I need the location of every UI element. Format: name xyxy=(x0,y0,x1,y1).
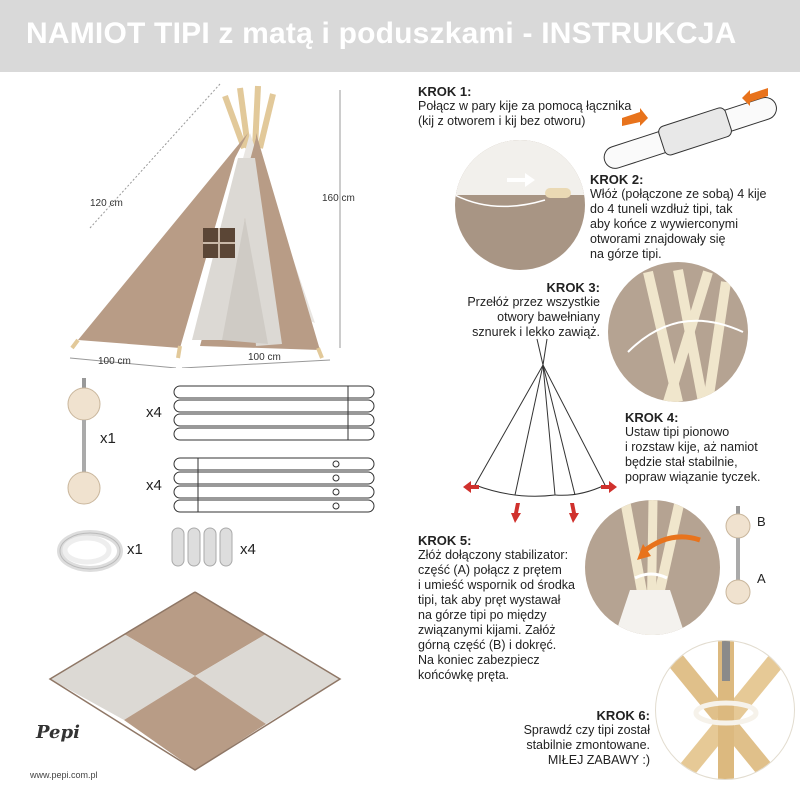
play-mat-illustration xyxy=(48,591,342,771)
qty-poles-b: x4 xyxy=(146,477,162,494)
step-4-tipi-sketch xyxy=(463,338,617,523)
step-1-body: Połącz w pary kije za pomocą łącznika (k… xyxy=(418,99,632,128)
dimension-height: 160 cm xyxy=(322,193,355,204)
pepi-logo: Pepi xyxy=(36,722,80,743)
brand-url: www.pepi.com.pl xyxy=(30,770,98,780)
step-3: KROK 3: Przełóż przez wszystkie otwory b… xyxy=(460,280,600,340)
stabilizer-label-a: A xyxy=(757,571,766,586)
qty-connector: x1 xyxy=(100,430,116,447)
step-3-body: Przełóż przez wszystkie otwory bawełnian… xyxy=(467,295,600,339)
step-5: KROK 5: Złóż dołączony stabilizator: czę… xyxy=(418,533,575,683)
step-6-title: KROK 6: xyxy=(596,708,650,723)
step-5-body: Złóż dołączony stabilizator: część (A) p… xyxy=(418,548,576,682)
tipi-illustration xyxy=(69,83,341,368)
step-6-circle xyxy=(655,640,795,780)
page-title: NAMIOT TIPI z matą i poduszkami - INSTRU… xyxy=(26,17,737,50)
step-6-body: Sprawdź czy tipi został stabilnie zmonto… xyxy=(523,723,650,767)
step-6: KROK 6: Sprawdź czy tipi został stabilni… xyxy=(500,708,650,768)
step-4-body: Ustaw tipi pionowo i rozstaw kije, aż na… xyxy=(625,425,761,484)
dimension-side: 120 cm xyxy=(90,198,123,209)
rope-part xyxy=(57,530,123,572)
step-2-body: Włóż (połączone ze sobą) 4 kije do 4 tun… xyxy=(590,187,767,261)
title-banner: NAMIOT TIPI z matą i poduszkami - INSTRU… xyxy=(0,0,800,72)
step-5-circle xyxy=(585,500,720,635)
stabilizer-ab-illustration xyxy=(725,506,751,605)
step-3-title: KROK 3: xyxy=(546,280,600,295)
stabilizer-label-b: B xyxy=(757,514,766,529)
dimension-base-left: 100 cm xyxy=(98,356,131,367)
step-2-title: KROK 2: xyxy=(590,172,644,187)
poles-group-b xyxy=(173,457,375,513)
step-1-pole-joint-illustration xyxy=(603,88,777,169)
step-2: KROK 2: Włóż (połączone ze sobą) 4 kije … xyxy=(590,172,766,262)
step-4-title: KROK 4: xyxy=(625,410,679,425)
step-4: KROK 4: Ustaw tipi pionowo i rozstaw kij… xyxy=(625,410,760,485)
step-1: KROK 1: Połącz w pary kije za pomocą łąc… xyxy=(418,84,631,129)
poles-group-a xyxy=(173,385,375,441)
step-2-circle xyxy=(455,140,585,270)
qty-poles-a: x4 xyxy=(146,404,162,421)
stabilizer-rod-part xyxy=(67,378,101,505)
caps-part xyxy=(171,527,233,567)
step-5-title: KROK 5: xyxy=(418,533,472,548)
step-3-circle xyxy=(608,262,748,402)
dimension-base-right: 100 cm xyxy=(248,352,281,363)
qty-rope: x1 xyxy=(127,541,143,558)
qty-caps: x4 xyxy=(240,541,256,558)
step-1-title: KROK 1: xyxy=(418,84,472,99)
